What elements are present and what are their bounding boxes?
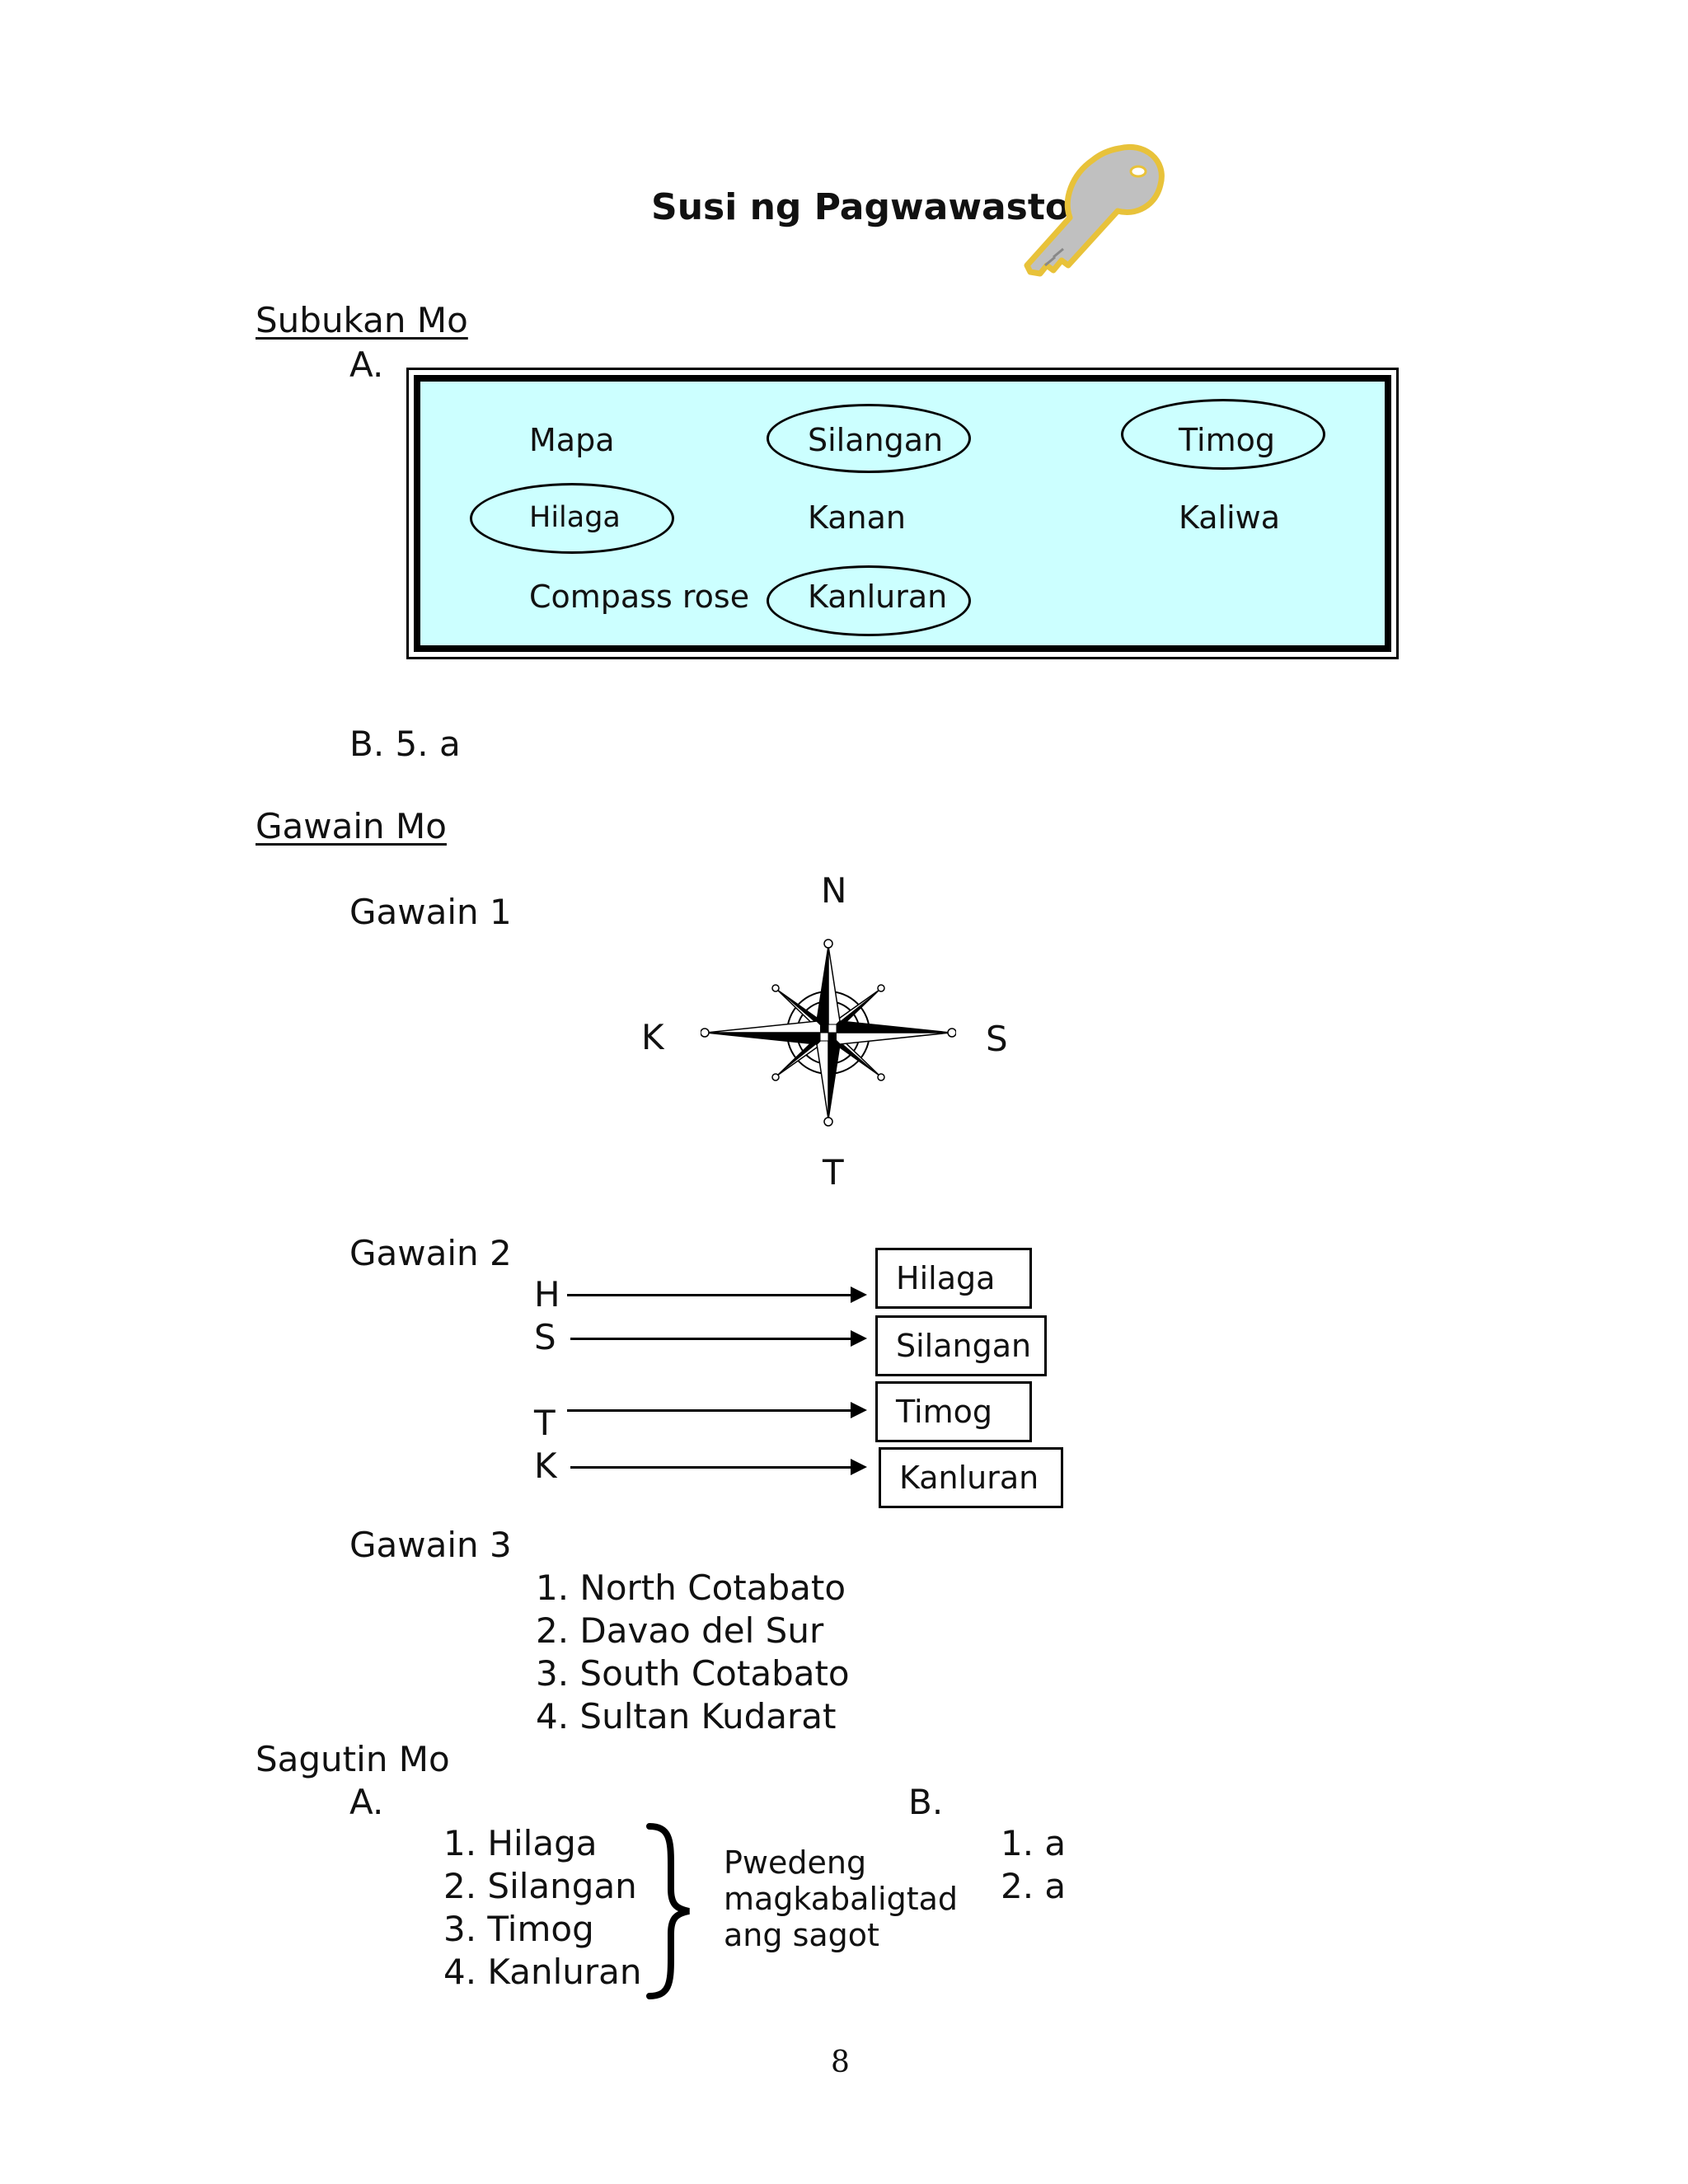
word-kanluran: Kanluran <box>808 579 948 615</box>
curly-brace-icon <box>646 1823 690 1999</box>
note-line: magkabaligtad <box>724 1881 958 1917</box>
province-item: 2. Davao del Sur <box>536 1610 824 1651</box>
compass-west-label: K <box>641 1017 664 1057</box>
word-kaliwa: Kaliwa <box>1179 499 1281 536</box>
word-mapa: Mapa <box>529 422 615 458</box>
gawain-1-label: Gawain 1 <box>349 892 512 932</box>
arrow-line <box>570 1338 856 1340</box>
answer-box-silangan: Silangan <box>875 1315 1047 1376</box>
letter-s: S <box>534 1317 556 1357</box>
page-title: Susi ng Pagwawasto <box>651 186 1071 228</box>
word-silangan: Silangan <box>808 422 944 458</box>
answer-box-timog: Timog <box>875 1381 1032 1442</box>
word-kanan: Kanan <box>808 499 906 536</box>
arrow-head <box>851 1330 867 1347</box>
compass-rose-icon <box>701 939 956 1127</box>
sagutin-b-item: 1. a <box>1001 1823 1067 1863</box>
section-heading-sagutin: Sagutin Mo <box>256 1739 450 1779</box>
sagutin-a-item: 4. Kanluran <box>443 1952 642 1992</box>
sagutin-a-item: 1. Hilaga <box>443 1823 598 1863</box>
province-item: 3. South Cotabato <box>536 1653 850 1694</box>
compass-south-label: T <box>823 1152 844 1193</box>
circle-mark <box>767 565 971 636</box>
word-timog: Timog <box>1179 422 1275 458</box>
sagutin-a-label: A. <box>349 1782 384 1822</box>
answer-kanluran: Kanluran <box>899 1460 1039 1496</box>
gawain-3-label: Gawain 3 <box>349 1525 512 1565</box>
sagutin-b-item: 2. a <box>1001 1866 1067 1906</box>
arrow-head <box>851 1402 867 1418</box>
note-line: ang sagot <box>724 1917 879 1953</box>
compass-east-label: S <box>986 1019 1008 1059</box>
letter-k: K <box>534 1446 557 1486</box>
sagutin-a-item: 2. Silangan <box>443 1866 637 1906</box>
section-heading-subukan: Subukan Mo <box>256 300 468 340</box>
gawain-2-label: Gawain 2 <box>349 1233 512 1273</box>
sagutin-a-item: 3. Timog <box>443 1909 594 1949</box>
arrow-line <box>567 1294 856 1296</box>
answer-silangan: Silangan <box>896 1328 1032 1364</box>
section-heading-gawain: Gawain Mo <box>256 806 447 846</box>
province-item: 1. North Cotabato <box>536 1568 846 1608</box>
note-line: Pwedeng <box>724 1844 867 1881</box>
sagutin-b-label: B. <box>908 1782 944 1822</box>
circle-mark <box>470 483 674 554</box>
circle-mark <box>1121 399 1325 470</box>
arrow-line <box>567 1409 856 1412</box>
answer-hilaga: Hilaga <box>896 1260 996 1296</box>
letter-h: H <box>534 1274 560 1315</box>
circle-mark <box>767 404 971 473</box>
arrow-head <box>851 1459 867 1475</box>
answer-box-kanluran: Kanluran <box>879 1447 1063 1508</box>
letter-t: T <box>534 1403 556 1443</box>
province-item: 4. Sultan Kudarat <box>536 1696 837 1736</box>
arrow-head <box>851 1286 867 1303</box>
page-number: 8 <box>831 2046 850 2079</box>
answer-timog: Timog <box>896 1394 992 1430</box>
word-compass-rose: Compass rose <box>529 579 750 615</box>
key-icon <box>1024 143 1165 277</box>
arrow-line <box>570 1466 856 1469</box>
word-hilaga: Hilaga <box>529 501 621 534</box>
compass-north-label: N <box>821 870 847 911</box>
answer-box-hilaga: Hilaga <box>875 1248 1032 1309</box>
section-a-label: A. <box>349 344 384 385</box>
section-b-answer: B. 5. a <box>349 724 461 764</box>
